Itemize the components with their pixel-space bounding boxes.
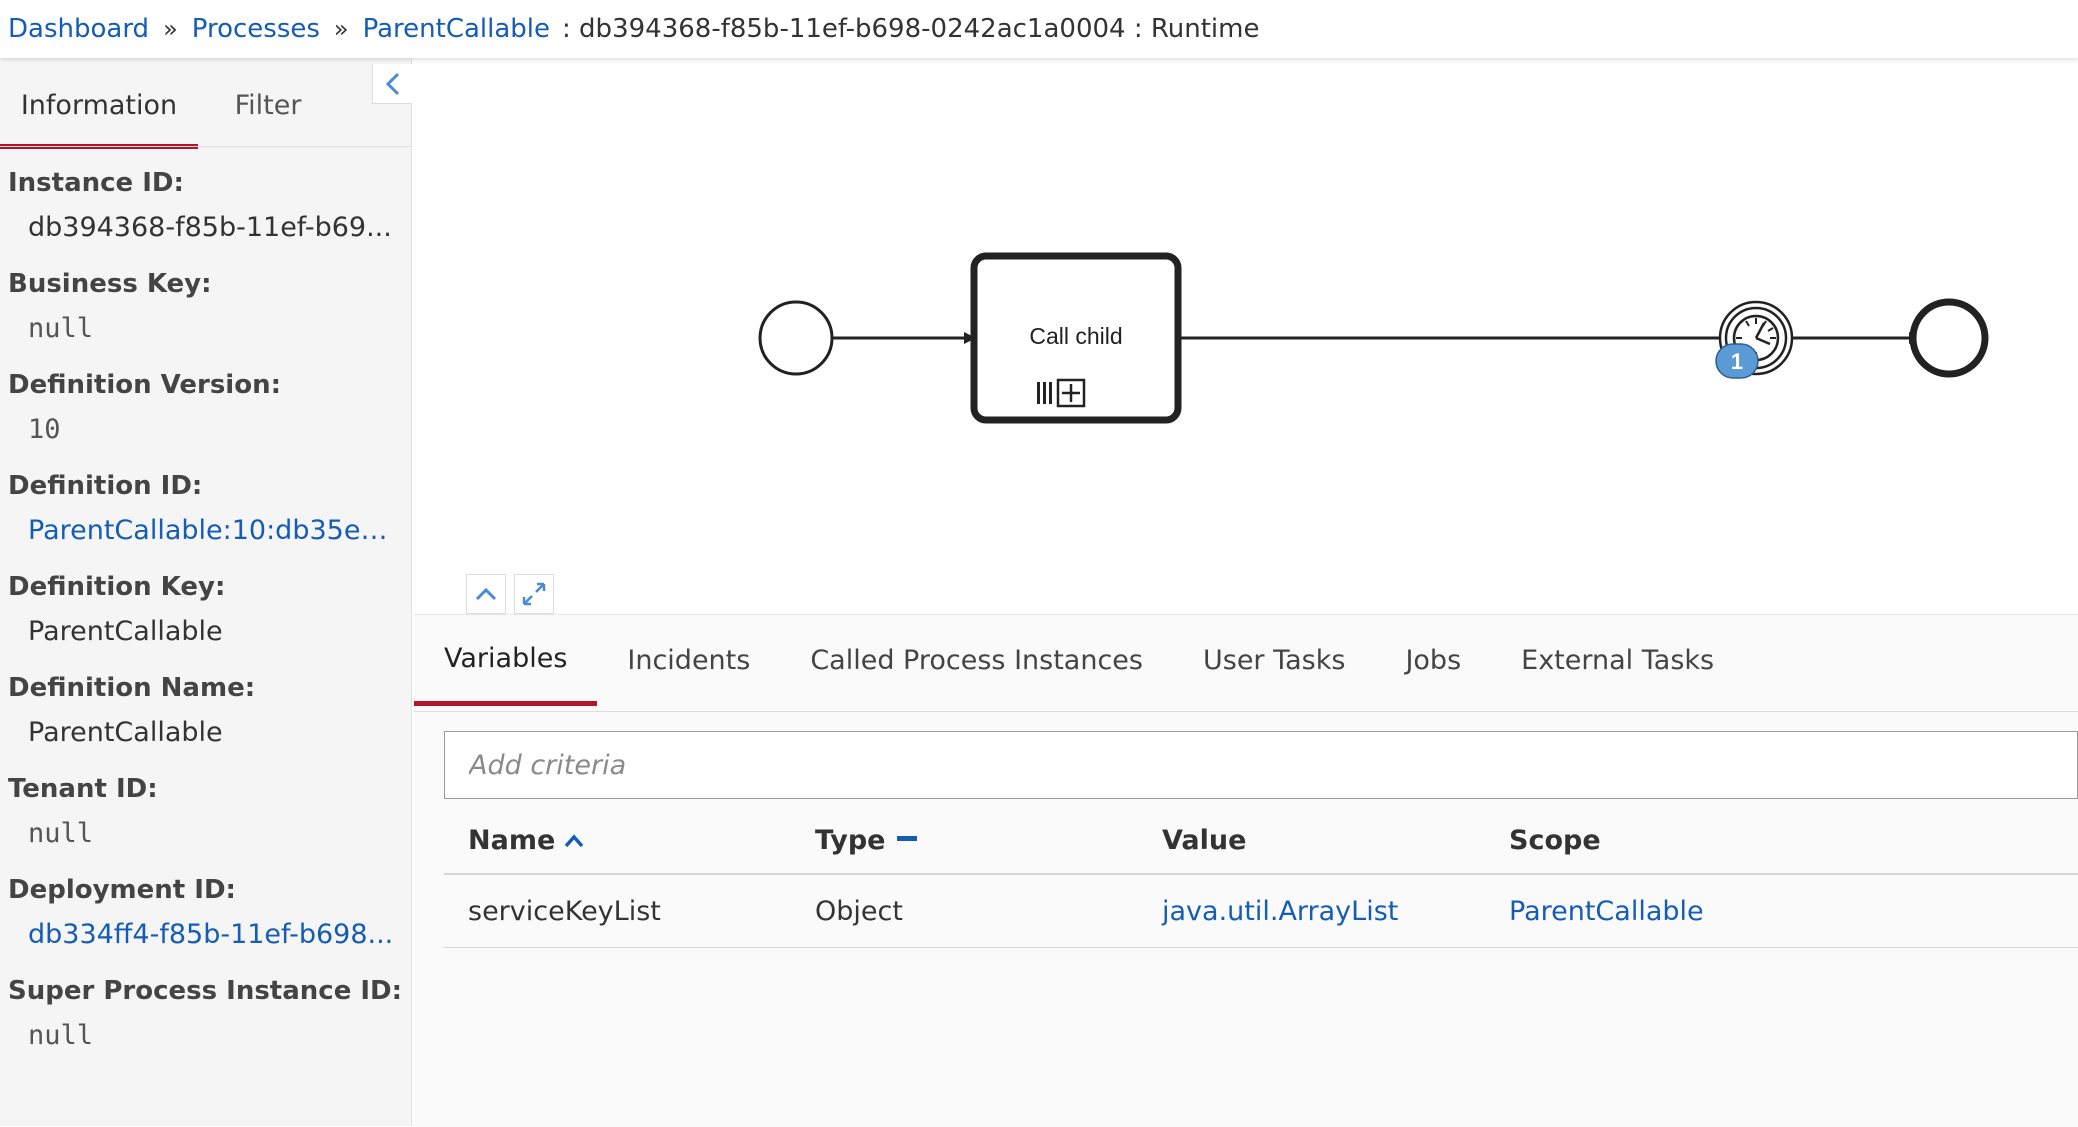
column-label: Name [468, 824, 556, 856]
sort-none-icon [897, 835, 918, 841]
sidebar-tabs: Information Filter [0, 80, 412, 149]
instance-information: Instance ID: db394368-f85b-11ef-b69... B… [8, 168, 403, 1077]
info-label: Instance ID: [8, 168, 184, 198]
instance-count: 1 [1731, 349, 1743, 374]
sidebar: Information Filter Instance ID: db394368… [0, 58, 412, 1126]
breadcrumb-separator: » [163, 15, 178, 43]
breadcrumb-definition-link[interactable]: ParentCallable [362, 14, 551, 44]
tab-jobs[interactable]: Jobs [1405, 645, 1462, 676]
definition-id-link[interactable]: ParentCallable:10:db35e8... [28, 515, 403, 546]
subprocess-expand-icon [1056, 378, 1086, 408]
multi-instance-parallel-icon [1037, 382, 1052, 404]
tab-called-process-instances[interactable]: Called Process Instances [810, 645, 1143, 676]
deployment-id-link[interactable]: db334ff4-f85b-11ef-b698... [28, 919, 394, 950]
info-definition-name: Definition Name: ParentCallable [8, 673, 403, 774]
breadcrumb: Dashboard » Processes » ParentCallable :… [0, 0, 2078, 58]
tab-information[interactable]: Information [0, 80, 198, 149]
info-value: ParentCallable [28, 717, 223, 748]
criteria-search[interactable] [444, 731, 2078, 799]
info-label: Business Key: [8, 269, 212, 299]
info-value: null [28, 313, 94, 344]
tab-user-tasks[interactable]: User Tasks [1202, 645, 1346, 676]
table-row: serviceKeyList Object java.util.ArrayLis… [444, 874, 2078, 948]
collapse-diagram-button[interactable] [466, 574, 506, 614]
process-diagram[interactable]: Call child [414, 58, 2078, 614]
instance-count-badge[interactable]: 1 [1715, 343, 1759, 379]
column-value-header: Value [1138, 807, 1485, 875]
breadcrumb-separator: » [333, 15, 349, 43]
variable-value-link[interactable]: java.util.ArrayList [1138, 874, 1485, 948]
info-instance-id: Instance ID: db394368-f85b-11ef-b69... [8, 168, 403, 269]
column-scope-header: Scope [1485, 807, 2078, 875]
info-tenant-id: Tenant ID: null [8, 774, 403, 875]
sidebar-divider [0, 146, 412, 147]
info-definition-key: Definition Key: ParentCallable [8, 572, 403, 673]
info-label: Deployment ID: [8, 875, 236, 905]
breadcrumb-dashboard-link[interactable]: Dashboard [8, 14, 150, 44]
info-label: Definition Version: [8, 370, 281, 400]
bpmn-canvas: Call child [758, 252, 1989, 424]
column-label: Type [815, 824, 886, 856]
info-label: Definition Name: [8, 673, 256, 703]
variables-table: Name Type Value Scope serviceKeyList Obj… [444, 807, 2078, 948]
fullscreen-button[interactable] [514, 574, 554, 614]
info-label: Definition ID: [8, 471, 203, 501]
instance-details-panel: Variables Incidents Called Process Insta… [414, 614, 2078, 1127]
info-definition-version: Definition Version: 10 [8, 370, 403, 471]
table-header-row: Name Type Value Scope [444, 807, 2078, 875]
info-value: db394368-f85b-11ef-b69... [28, 212, 392, 243]
chevron-left-icon [385, 72, 399, 95]
info-label: Definition Key: [8, 572, 226, 602]
detail-tabs: Variables Incidents Called Process Insta… [414, 615, 2078, 712]
start-event[interactable] [758, 300, 834, 376]
criteria-input[interactable] [467, 748, 2077, 782]
tab-incidents[interactable]: Incidents [627, 645, 751, 676]
breadcrumb-processes-link[interactable]: Processes [191, 14, 320, 44]
info-business-key: Business Key: null [8, 269, 403, 370]
collapse-sidebar-button[interactable] [372, 64, 412, 104]
column-label: Scope [1509, 824, 1601, 856]
info-label: Tenant ID: [8, 774, 158, 804]
tab-external-tasks[interactable]: External Tasks [1521, 645, 1715, 676]
expand-icon [522, 582, 546, 606]
info-super-process-instance-id: Super Process Instance ID: null [8, 976, 403, 1077]
end-event[interactable] [1909, 298, 1989, 378]
info-definition-id: Definition ID: ParentCallable:10:db35e8.… [8, 471, 403, 572]
variable-scope-link[interactable]: ParentCallable [1485, 874, 2078, 948]
task-label: Call child [1029, 323, 1122, 349]
info-label: Super Process Instance ID: [8, 976, 403, 1006]
info-value: null [28, 1020, 94, 1051]
info-value: 10 [28, 414, 61, 445]
info-deployment-id: Deployment ID: db334ff4-f85b-11ef-b698..… [8, 875, 403, 976]
column-type-header[interactable]: Type [791, 807, 1138, 875]
chevron-up-icon [475, 587, 497, 601]
call-child-task[interactable]: Call child [970, 252, 1182, 424]
info-value: null [28, 818, 94, 849]
breadcrumb-current: : db394368-f85b-11ef-b698-0242ac1a0004 :… [562, 14, 1260, 44]
column-name-header[interactable]: Name [444, 807, 791, 875]
tab-variables[interactable]: Variables [414, 615, 598, 706]
sort-ascending-icon [564, 834, 584, 848]
info-value: ParentCallable [28, 616, 223, 647]
variable-type: Object [791, 874, 1138, 948]
column-label: Value [1162, 824, 1247, 856]
tab-filter[interactable]: Filter [234, 90, 302, 121]
variable-name: serviceKeyList [444, 874, 791, 948]
